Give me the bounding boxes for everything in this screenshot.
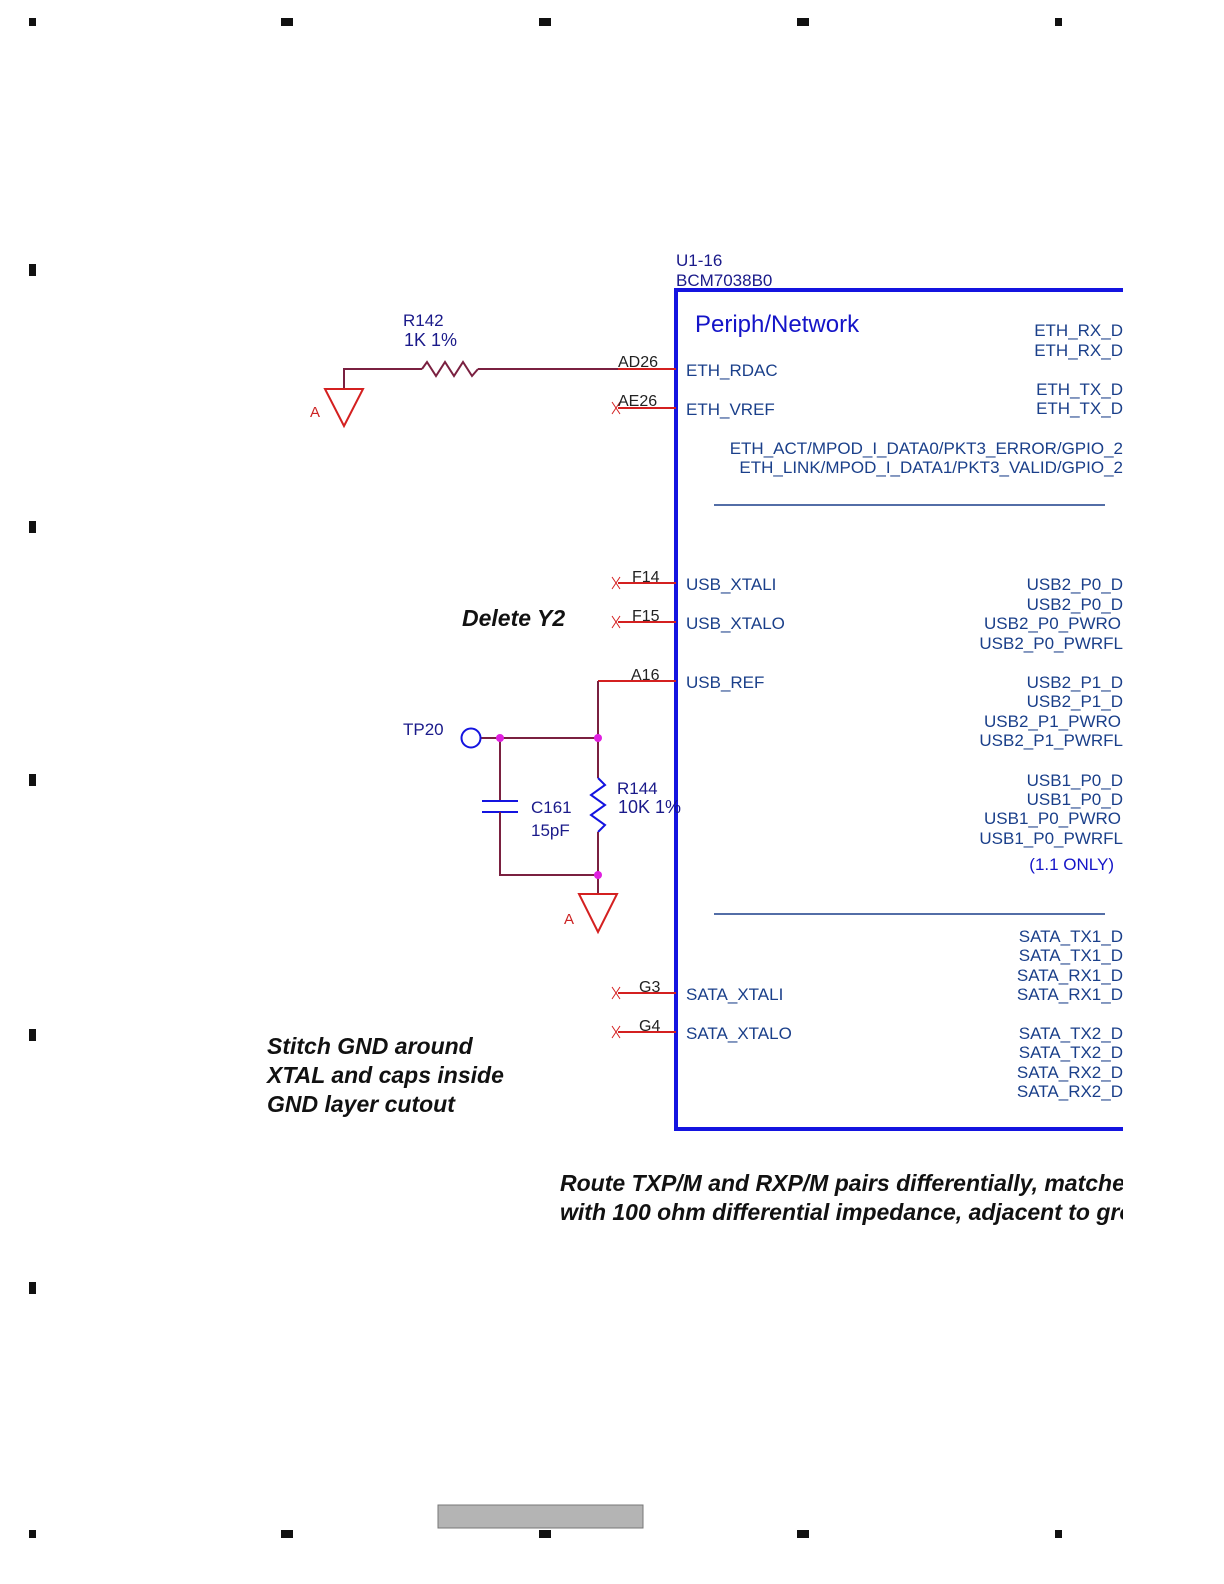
junction-dot	[594, 871, 602, 879]
pin-name: SATA_RX2_D	[1017, 1082, 1123, 1101]
pin-number: A16	[631, 667, 660, 684]
r142-value: 1K 1%	[404, 330, 457, 350]
r142-resistor-symbol	[421, 360, 479, 378]
pin-name: USB2_P1_PWRO	[984, 712, 1121, 731]
pin-name: USB2_P1_D	[1027, 692, 1123, 711]
chip-part-number: BCM7038B0	[676, 271, 772, 290]
pin-name: ETH_VREF	[686, 400, 775, 419]
pin-name: ETH_RX_D	[1034, 341, 1123, 360]
r144-resistor-symbol	[589, 777, 607, 833]
svg-text:XTAL and caps inside: XTAL and caps inside	[265, 1062, 504, 1088]
c161-value: 15pF	[531, 821, 570, 840]
note-stitch-gnd: Stitch GND around XTAL and caps inside G…	[265, 1033, 504, 1117]
r142-refdes: R142	[403, 311, 444, 330]
r142-circuit: R142 1K 1% A	[310, 311, 618, 429]
r144-refdes: R144	[617, 779, 658, 798]
ground-symbol	[577, 893, 619, 935]
pin-name: USB1_P0_PWRO	[984, 809, 1121, 828]
pin-name: USB_XTALI	[686, 575, 776, 594]
pin-name: SATA_RX2_D	[1017, 1063, 1123, 1082]
ground-label: A	[310, 404, 320, 421]
pin-name: USB1_P0_PWRFL	[979, 829, 1123, 848]
pin-name: ETH_TX_D	[1036, 380, 1123, 399]
pin-number: F14	[632, 569, 660, 586]
pin-name: SATA_XTALO	[686, 1024, 792, 1043]
pin-name: USB2_P0_D	[1027, 575, 1123, 594]
note-route-pairs: Route TXP/M and RXP/M pairs differential…	[560, 1170, 1196, 1225]
chip-section-title: Periph/Network	[695, 311, 860, 338]
pin-name: USB1_P0_D	[1027, 790, 1123, 809]
usb-ref-circuit: TP20 C161 15pF R144 10K 1% A	[403, 681, 681, 935]
no-connect-mark	[611, 576, 621, 590]
no-connect-mark	[611, 986, 621, 1000]
border-marks	[29, 18, 1062, 1538]
pin-name: ETH_RX_D	[1034, 321, 1123, 340]
no-connect-mark	[611, 615, 621, 629]
pin-name: SATA_RX1_D	[1017, 985, 1123, 1004]
pin-number: G4	[639, 1018, 660, 1035]
svg-text:Route TXP/M and RXP/M pairs di: Route TXP/M and RXP/M pairs differential…	[560, 1170, 1196, 1196]
pin-name: USB_REF	[686, 673, 764, 692]
pin-name: SATA_TX2_D	[1019, 1043, 1123, 1062]
ground-label: A	[564, 911, 574, 928]
r144-value: 10K 1%	[618, 797, 681, 817]
svg-text:GND layer cutout: GND layer cutout	[267, 1091, 456, 1117]
chip-refdes: U1-16	[676, 251, 722, 270]
pin-name: USB2_P1_PWRFL	[979, 731, 1123, 750]
wire	[499, 812, 598, 876]
note-delete-y2: Delete Y2	[462, 605, 565, 631]
page-footer-box	[437, 1504, 644, 1529]
pin-name: USB2_P0_PWRFL	[979, 634, 1123, 653]
pin-name: ETH_LINK/MPOD_I_DATA1/PKT3_VALID/GPIO_2	[739, 458, 1123, 477]
ground-symbol	[323, 388, 365, 429]
junction-dot	[594, 734, 602, 742]
pin-name: ETH_RDAC	[686, 361, 778, 380]
pin-name: ETH_TX_D	[1036, 399, 1123, 418]
pin-number: AD26	[618, 354, 658, 371]
usb-note-label: (1.1 ONLY)	[1029, 855, 1114, 874]
pin-name: ETH_ACT/MPOD_I_DATA0/PKT3_ERROR/GPIO_2	[730, 439, 1123, 458]
pin-name: SATA_TX2_D	[1019, 1024, 1123, 1043]
no-connect-mark	[611, 1025, 621, 1039]
tp20-refdes: TP20	[403, 720, 444, 739]
left-pins: AD26 ETH_RDAC AE26 ETH_VREF F14 USB_XTAL…	[598, 354, 792, 1043]
tp20-testpoint-symbol	[460, 727, 482, 749]
no-connect-mark	[611, 401, 621, 415]
pin-name: SATA_TX1_D	[1019, 927, 1123, 946]
c161-refdes: C161	[531, 798, 572, 817]
pin-number: AE26	[618, 393, 657, 410]
wire	[343, 368, 422, 389]
pin-number: G3	[639, 979, 660, 996]
right-pin-labels: ETH_RX_D ETH_RX_D ETH_TX_D ETH_TX_D ETH_…	[730, 321, 1123, 1101]
chip-body-outline	[674, 288, 1123, 1131]
pin-name: USB2_P0_D	[1027, 595, 1123, 614]
pin-name: USB_XTALO	[686, 614, 785, 633]
pin-name: USB2_P0_PWRO	[984, 614, 1121, 633]
svg-text:Stitch GND around: Stitch GND around	[267, 1033, 474, 1059]
pin-number: F15	[632, 608, 660, 625]
pin-name: SATA_XTALI	[686, 985, 783, 1004]
pin-name: SATA_TX1_D	[1019, 946, 1123, 965]
svg-text:with 100 ohm differential imp: with 100 ohm differential impedance, adj…	[560, 1199, 1196, 1225]
pin-name: USB2_P1_D	[1027, 673, 1123, 692]
pin-name: SATA_RX1_D	[1017, 966, 1123, 985]
pin-name: USB1_P0_D	[1027, 771, 1123, 790]
junction-dot	[496, 734, 504, 742]
